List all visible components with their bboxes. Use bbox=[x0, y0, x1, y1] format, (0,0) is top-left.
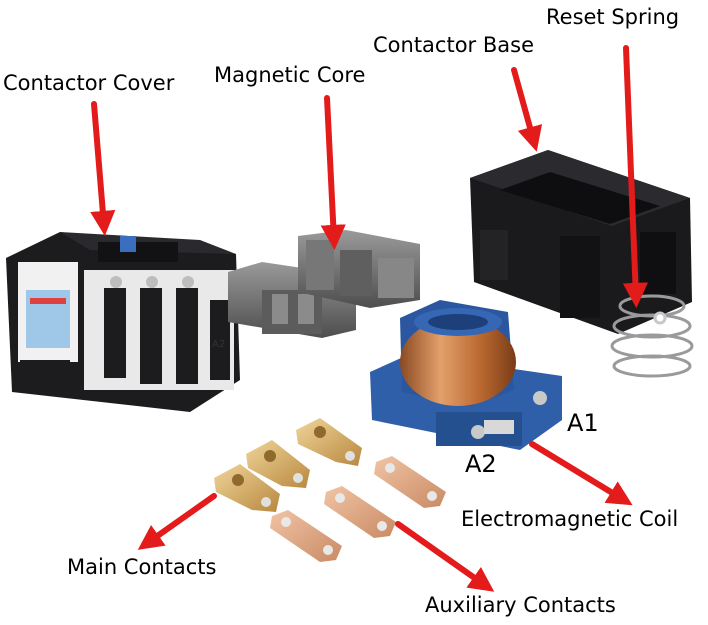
label-auxiliary-contacts: Auxiliary Contacts bbox=[425, 593, 616, 617]
label-contactor-cover: Contactor Cover bbox=[3, 71, 175, 95]
arrow-contactor-cover bbox=[90, 101, 116, 237]
label-magnetic-core: Magnetic Core bbox=[214, 63, 366, 87]
arrow-magnetic-core bbox=[320, 95, 346, 251]
reset-spring bbox=[610, 294, 694, 378]
cover-terminal-marking: A2 bbox=[212, 339, 225, 350]
main-contacts bbox=[214, 418, 362, 512]
main-contact-strip bbox=[296, 418, 362, 466]
main-contact-strip bbox=[246, 440, 310, 488]
arrow-auxiliary-contacts bbox=[395, 521, 495, 592]
arrow-reset-spring bbox=[622, 45, 648, 309]
contactor-base bbox=[470, 150, 692, 334]
auxiliary-contact-strip bbox=[270, 510, 342, 562]
auxiliary-contacts bbox=[270, 456, 446, 562]
arrow-main-contacts bbox=[137, 493, 217, 550]
arrow-electromagnetic-coil bbox=[529, 441, 633, 506]
label-reset-spring: Reset Spring bbox=[546, 5, 680, 29]
label-terminal-a2: A2 bbox=[465, 450, 497, 478]
label-main-contacts: Main Contacts bbox=[67, 555, 217, 579]
label-electromagnetic-coil: Electromagnetic Coil bbox=[461, 507, 679, 531]
auxiliary-contact-strip bbox=[374, 456, 446, 508]
magnetic-core bbox=[228, 230, 420, 338]
main-contact-strip bbox=[214, 464, 280, 512]
electromagnetic-coil bbox=[370, 300, 562, 450]
arrow-contactor-base bbox=[511, 67, 543, 152]
label-contactor-base: Contactor Base bbox=[373, 33, 534, 57]
auxiliary-contact-strip bbox=[324, 486, 396, 538]
contactor-cover: A2 bbox=[6, 232, 240, 412]
label-terminal-a1: A1 bbox=[567, 409, 599, 437]
